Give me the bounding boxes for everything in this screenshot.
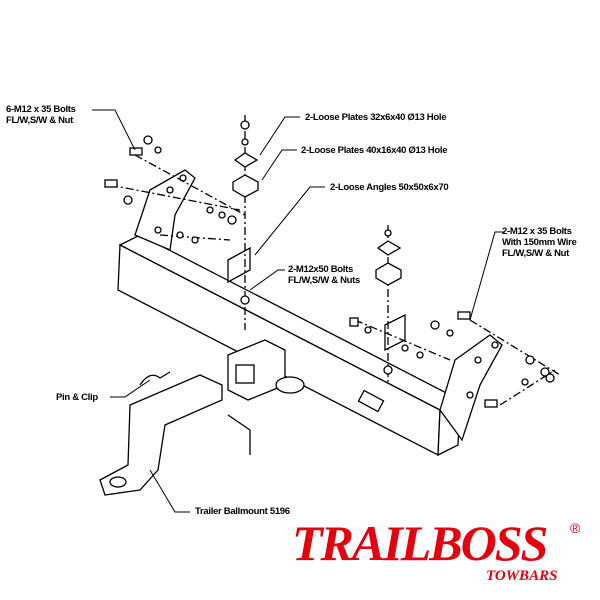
label-line: 2-M12x50 Bolts	[288, 264, 353, 275]
label-left-bolts: 6-M12 x 35 Bolts FL/W,S/W & Nut	[6, 104, 76, 126]
pin-clip	[139, 371, 171, 386]
label-line: FL/W,S/W & Nut	[6, 115, 74, 126]
loose-plate-small-right	[376, 240, 402, 256]
label-line: 6-M12 x 35 Bolts	[6, 104, 76, 115]
loose-plate-small	[233, 152, 259, 168]
angle-right	[384, 313, 406, 352]
assembly-lines	[109, 115, 561, 406]
registered-mark: ®	[570, 520, 581, 536]
receiver	[227, 339, 305, 401]
brand-subtitle: TOWBARS	[486, 568, 558, 584]
label-mid-bolts: 2-M12x50 Bolts FL/W,S/W & Nuts	[288, 264, 360, 286]
label-line: 2-M12 x 35 Bolts	[502, 226, 572, 237]
loose-plate-large	[232, 174, 259, 198]
label-right-bolts: 2-M12 x 35 Bolts With 150mm Wire FL/W,S/…	[502, 226, 577, 259]
label-line: FL/W,S/W & Nuts	[288, 275, 361, 286]
left-bracket	[134, 169, 196, 251]
label-line: With 150mm Wire	[502, 237, 577, 248]
right-bracket	[439, 334, 503, 442]
label-plates-small: 2-Loose Plates 32x6x40 Ø13 Hole	[305, 112, 447, 123]
label-pin-clip: Pin & Clip	[56, 392, 98, 403]
label-ballmount: Trailer Ballmount 5196	[195, 506, 290, 517]
leader-lines	[92, 109, 505, 513]
loose-plate-large-right	[375, 262, 402, 286]
label-line: FL/W,S/W & Nut	[502, 248, 570, 259]
brand-logo: TRAILBOSS	[292, 515, 548, 571]
label-angles: 2-Loose Angles 50x50x6x70	[330, 182, 449, 193]
label-plates-large: 2-Loose Plates 40x16x40 Ø13 Hole	[301, 145, 448, 156]
fasteners	[104, 120, 555, 408]
angle-left	[227, 246, 251, 284]
ballmount	[99, 374, 251, 496]
